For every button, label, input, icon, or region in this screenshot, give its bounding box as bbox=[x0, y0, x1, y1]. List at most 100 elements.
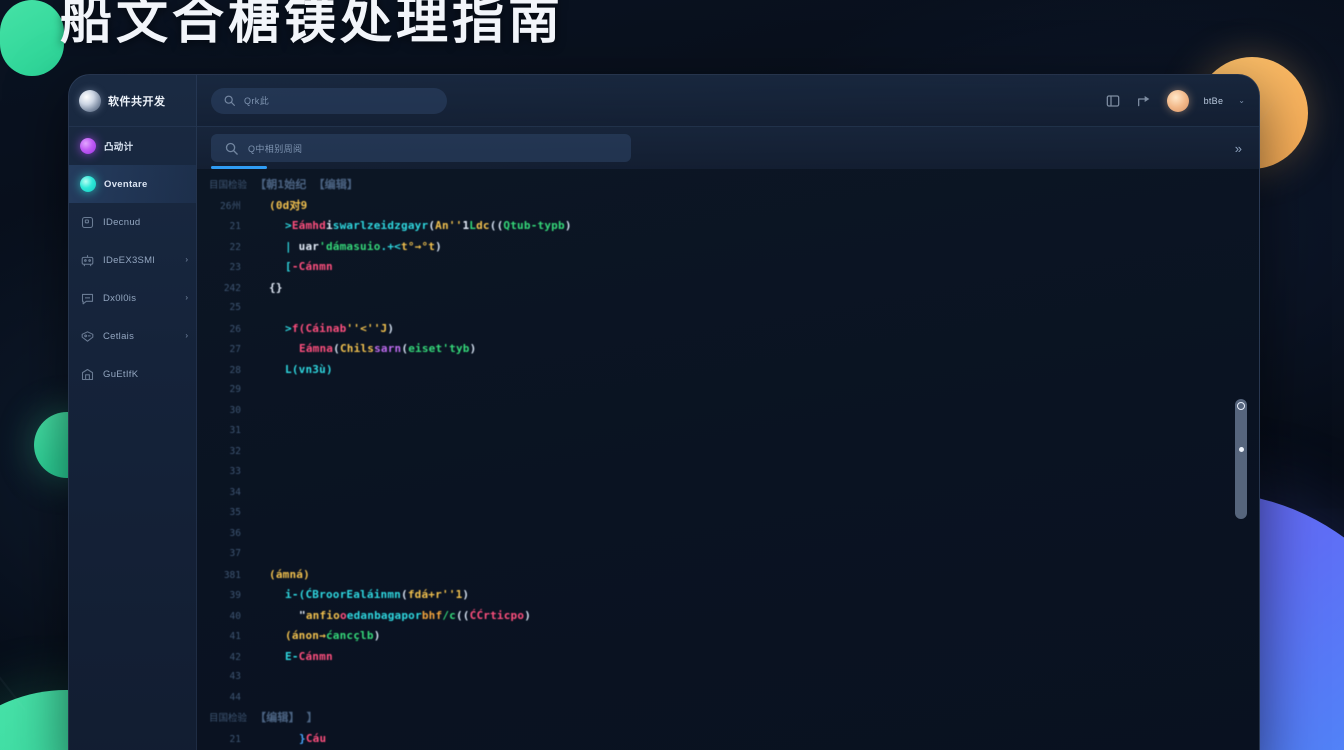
code-line: 21}Cáu bbox=[209, 729, 1229, 750]
code-line: 目国检验【朝1始纪 【编辑】 bbox=[209, 175, 1229, 196]
code-line: 28 L(vn3ù) bbox=[209, 360, 1229, 381]
code-text: | uar'dámasuio.+<t°→°t) bbox=[285, 239, 442, 253]
line-number: 36 bbox=[229, 527, 241, 539]
line-number: 21 bbox=[229, 733, 241, 745]
editor-search-input[interactable]: Q中相别周阅 bbox=[211, 134, 631, 162]
page-title: 船文合榶镁处理指南 bbox=[60, 0, 565, 50]
sidebar-item-4[interactable]: Dx0l0is› bbox=[69, 279, 196, 317]
code-text: >f(Cáinab''<''J) bbox=[285, 321, 395, 335]
code-text: E-Cánmn bbox=[285, 649, 333, 663]
code-line: 36 bbox=[209, 524, 1229, 545]
code-line: 33 bbox=[209, 462, 1229, 483]
building-icon bbox=[80, 367, 95, 382]
code-text: "anfiooedanbagaporbhf/c((ĆĆrticpo) bbox=[299, 608, 532, 622]
chevron-right-icon[interactable]: › bbox=[185, 293, 188, 302]
brand-label: 软件共开发 bbox=[108, 95, 166, 108]
code-line: 41(ánon→ćancçlb) bbox=[209, 626, 1229, 647]
line-number: 25 bbox=[229, 302, 241, 313]
chevron-right-icon[interactable]: › bbox=[185, 255, 188, 264]
sidebar-item-2[interactable]: IDecnud bbox=[69, 203, 196, 241]
code-text: 【朝1始纪 【编辑】 bbox=[255, 178, 359, 191]
code-text: 【编辑】 】 bbox=[255, 711, 318, 724]
line-number: 27 bbox=[229, 344, 241, 355]
code-text: i-(ĆBroorEaláinmn(fdá+r''1) bbox=[285, 588, 470, 601]
editor-scrollbar[interactable] bbox=[1235, 399, 1247, 519]
code-line: 26州 (0d对9 bbox=[209, 196, 1229, 217]
panel-square-icon[interactable] bbox=[1105, 93, 1121, 109]
line-number: 28 bbox=[229, 364, 241, 376]
code-line: 381 (ámná) bbox=[209, 565, 1229, 586]
chevron-right-icon[interactable]: › bbox=[185, 331, 188, 340]
line-number: 30 bbox=[229, 404, 241, 416]
line-number: 33 bbox=[229, 466, 241, 477]
code-line: 25 bbox=[209, 298, 1229, 319]
avatar[interactable] bbox=[1166, 89, 1189, 112]
sidebar-item-6[interactable]: GuEtIfK bbox=[69, 355, 196, 393]
code-line: 40 "anfiooedanbagaporbhf/c((ĆĆrticpo) bbox=[209, 606, 1229, 627]
line-number: 31 bbox=[229, 425, 241, 436]
line-number: 目国检验 bbox=[209, 180, 248, 191]
sidebar-item-1[interactable]: Oventare bbox=[69, 165, 196, 203]
editor-search-placeholder: Q中相别周阅 bbox=[248, 143, 303, 154]
grid-robot-icon bbox=[80, 253, 95, 268]
code-line: 31 bbox=[209, 421, 1229, 442]
code-text: L(vn3ù) bbox=[285, 362, 333, 376]
code-line: 27 Eámna(Chilssarn(eiset'tyb) bbox=[209, 339, 1229, 360]
code-text: {} bbox=[269, 280, 283, 294]
toolbar-actions: btBe ⌄ bbox=[1105, 89, 1245, 112]
code-text: >Eámhdiswarlzeidzgayr(An''1Ldc((Qtub-typ… bbox=[285, 219, 572, 232]
brand-logo-row[interactable]: 软件共开发 bbox=[69, 75, 196, 127]
sidebar-item-label: Cetlais bbox=[103, 330, 135, 342]
sidebar-item-5[interactable]: Cetlais › bbox=[69, 317, 196, 355]
line-number: 43 bbox=[229, 671, 241, 682]
code-line: 30 bbox=[209, 401, 1229, 422]
line-number: 29 bbox=[229, 384, 241, 395]
line-number: 44 bbox=[229, 691, 241, 703]
search-icon bbox=[224, 141, 239, 156]
rounded-square-icon bbox=[80, 215, 95, 230]
search-input[interactable]: Qrk此 bbox=[211, 87, 447, 114]
sidebar-item-0[interactable]: 凸动计 bbox=[69, 127, 196, 165]
line-number: 39 bbox=[229, 590, 241, 601]
sphere-logo-icon bbox=[79, 89, 101, 112]
code-text: (0d对9 bbox=[269, 198, 308, 212]
code-line: 26>f(Cáinab''<''J) bbox=[209, 319, 1229, 340]
chevron-down-icon[interactable]: ⌄ bbox=[1238, 95, 1245, 105]
code-text: (ámná) bbox=[269, 567, 310, 581]
code-line: 43 bbox=[209, 667, 1229, 688]
code-text: (ánon→ćancçlb) bbox=[285, 629, 381, 642]
line-number: 381 bbox=[223, 569, 241, 581]
dot-cyan-icon bbox=[80, 176, 96, 192]
code-line: 242 {} bbox=[209, 278, 1229, 299]
line-number: 26州 bbox=[220, 200, 241, 212]
code-line: 21 >Eámhdiswarlzeidzgayr(An''1Ldc((Qtub-t… bbox=[209, 216, 1229, 237]
decor-pill-green bbox=[0, 0, 64, 76]
user-name-label: btBe bbox=[1203, 95, 1224, 106]
line-number: 40 bbox=[229, 610, 241, 622]
expand-panel-chevron-icon[interactable]: » bbox=[1234, 140, 1242, 156]
code-line: 29 bbox=[209, 380, 1229, 401]
code-line: 35 bbox=[209, 503, 1229, 524]
line-number: 目国检验 bbox=[209, 713, 248, 724]
code-line: 37 bbox=[209, 544, 1229, 565]
search-icon bbox=[223, 94, 236, 107]
code-line: 32 bbox=[209, 442, 1229, 463]
sidebar-item-3[interactable]: IDeEX3SMl› bbox=[69, 241, 196, 279]
top-toolbar: Qrk此 btBe bbox=[197, 75, 1259, 127]
line-number: 35 bbox=[229, 507, 241, 518]
line-number: 242 bbox=[223, 282, 241, 294]
code-line: 23[-Cánmn bbox=[209, 257, 1229, 278]
code-text: Eámna(Chilssarn(eiset'tyb) bbox=[299, 342, 477, 355]
main-panel: Qrk此 btBe bbox=[197, 75, 1259, 750]
shield-tag-icon bbox=[80, 329, 95, 344]
share-arrow-icon[interactable] bbox=[1136, 93, 1152, 109]
code-line: 44 bbox=[209, 688, 1229, 709]
sidebar-item-label: Oventare bbox=[104, 178, 148, 190]
line-number: 21 bbox=[229, 221, 241, 232]
